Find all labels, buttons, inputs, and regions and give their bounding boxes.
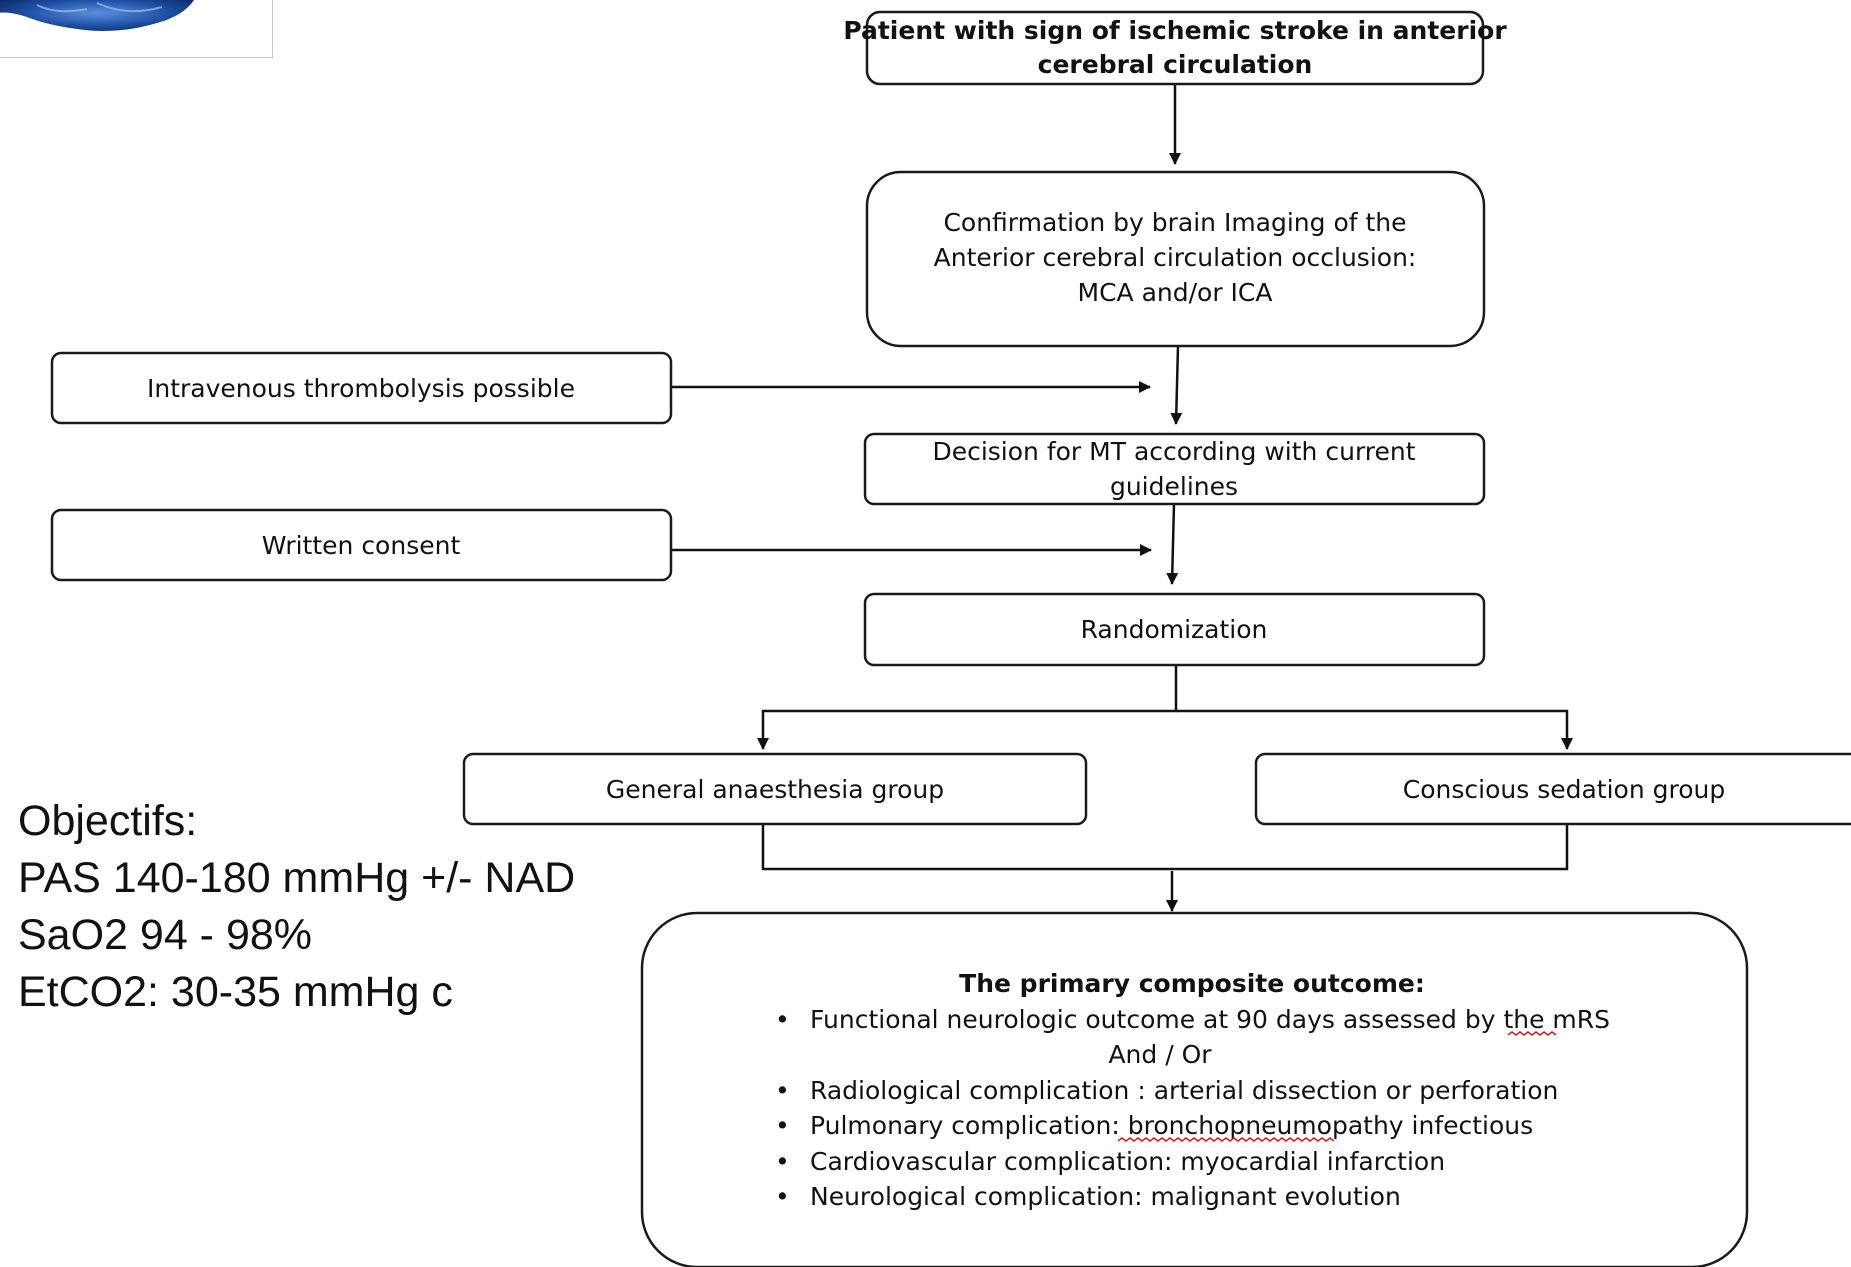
objectifs-block: Objectifs: PAS 140-180 mmHg +/- NAD SaO2… — [18, 793, 575, 1021]
objectifs-line-1: PAS 140-180 mmHg +/- NAD — [18, 854, 576, 902]
consent-box-label: Written consent — [262, 531, 461, 560]
decision-box-line-1: Decision for MT according with current — [932, 437, 1415, 466]
outcome-bullet-5: Neurological complication: malignant evo… — [810, 1182, 1401, 1211]
outcome-bullet-2: Radiological complication : arterial dis… — [810, 1076, 1558, 1105]
imaging-box-line-2: Anterior cerebral circulation occlusion: — [934, 243, 1417, 272]
outcome-bullet-2-dot: • — [775, 1076, 790, 1105]
outcome-bullet-3: Pulmonary complication: bronchopneumopat… — [810, 1111, 1533, 1140]
spellcheck-underline-bronchopneumopathy — [1117, 1137, 1335, 1142]
objectifs-line-3: EtCO2: 30-35 mmHg c — [18, 968, 453, 1016]
outcome-bullet-4: Cardiovascular complication: myocardial … — [810, 1147, 1445, 1176]
outcome-bullet-1-dot: • — [775, 1005, 790, 1034]
randomization-box-label: Randomization — [1081, 615, 1268, 644]
general-anaesthesia-box-label: General anaesthesia group — [606, 775, 944, 804]
outcome-bullet-4-dot: • — [775, 1147, 790, 1176]
outcome-bullet-1: Functional neurologic outcome at 90 days… — [810, 1005, 1610, 1034]
general-anaesthesia-box: General anaesthesia group — [462, 752, 1088, 826]
thrombolysis-box-label: Intravenous thrombolysis possible — [147, 374, 575, 403]
imaging-box: Confirmation by brain Imaging of the Ant… — [865, 170, 1486, 348]
imaging-box-line-3: MCA and/or ICA — [1078, 278, 1273, 307]
merge-groups-line — [761, 824, 1569, 871]
thrombolysis-box: Intravenous thrombolysis possible — [50, 351, 673, 425]
randomization-box: Randomization — [863, 592, 1486, 667]
consent-box: Written consent — [50, 508, 673, 582]
conscious-sedation-box-label: Conscious sedation group — [1403, 775, 1725, 804]
arrow-randomization-to-general — [757, 666, 1178, 750]
brain-logo-image — [0, 0, 273, 58]
start-box-line-2: cerebral circulation — [1038, 50, 1313, 79]
objectifs-line-2: SaO2 94 - 98% — [18, 911, 313, 959]
brain-logo-icon — [0, 0, 195, 31]
spellcheck-underline-mrs — [1507, 1031, 1557, 1036]
arrow-decision-to-randomization — [1166, 503, 1179, 585]
decision-box-line-2: guidelines — [1110, 472, 1238, 501]
objectifs-title: Objectifs: — [18, 797, 198, 845]
decision-box: Decision for MT according with current g… — [863, 432, 1486, 506]
start-box-line-1: Patient with sign of ischemic stroke in … — [843, 16, 1507, 45]
outcome-bullet-3-dot: • — [775, 1111, 790, 1140]
connectors — [672, 84, 1573, 912]
start-box: Patient with sign of ischemic stroke in … — [843, 10, 1507, 86]
arrow-randomization-to-sedation — [1176, 709, 1573, 750]
imaging-box-line-1: Confirmation by brain Imaging of the — [943, 208, 1406, 237]
outcome-bullet-5-dot: • — [775, 1182, 790, 1211]
outcome-and-or: And / Or — [1108, 1040, 1212, 1069]
conscious-sedation-box: Conscious sedation group — [1254, 752, 1851, 826]
outcome-box: The primary composite outcome: • Functio… — [640, 911, 1749, 1267]
arrow-imaging-to-decision — [1170, 345, 1183, 425]
outcome-title: The primary composite outcome: — [959, 969, 1425, 998]
